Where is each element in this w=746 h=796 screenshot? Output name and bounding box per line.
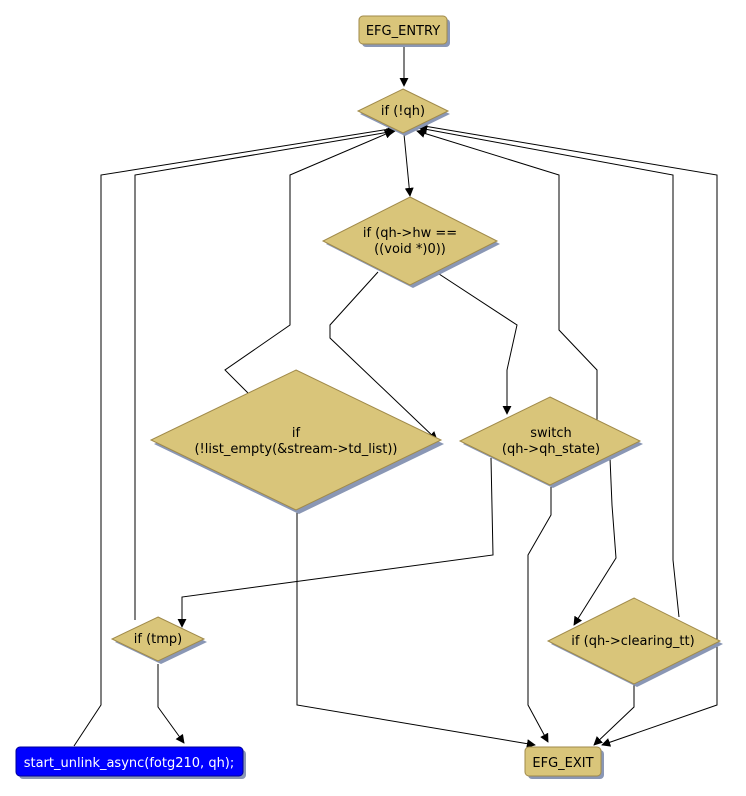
edge-if-hw-to-switch: [435, 271, 518, 415]
edge-unlink-to-if-qh: [73, 124, 397, 747]
edge-if-tmp-to-if-qh: [134, 127, 396, 620]
edge-if-hw-to-if-list: [329, 271, 438, 441]
edge-if-list-to-if-qh: [224, 130, 394, 395]
if-tmp-node[interactable]: if (tmp): [110, 616, 207, 664]
edge-switch-to-if-tmp: [177, 457, 494, 628]
if-hw-label-line2: ((void *)0)): [374, 242, 446, 257]
if-tmp-label: if (tmp): [134, 632, 182, 647]
edge-if-clearing-to-exit: [593, 683, 635, 746]
if-list-node[interactable]: if (!list_empty(&stream->td_list)): [149, 369, 444, 514]
exit-node[interactable]: EFG_EXIT: [524, 746, 604, 779]
edge-switch-to-if-qh: [416, 129, 598, 420]
entry-node[interactable]: EFG_ENTRY: [358, 15, 450, 47]
edge-if-clearing-to-if-qh: [418, 125, 680, 618]
edge-if-list-to-exit: [296, 512, 536, 749]
switch-state-node[interactable]: switch (qh->qh_state): [458, 396, 643, 488]
edge-if-qh-to-exit: [423, 125, 718, 747]
switch-label-line1: switch: [530, 426, 572, 441]
if-qh-node[interactable]: if (!qh): [356, 88, 450, 136]
switch-label-line2: (qh->qh_state): [502, 442, 600, 457]
edge-switch-to-exit: [527, 487, 552, 743]
if-hw-label-line1: if (qh->hw ==: [363, 226, 457, 241]
if-clearing-node[interactable]: if (qh->clearing_tt): [546, 597, 723, 687]
entry-label: EFG_ENTRY: [366, 24, 440, 39]
if-list-label-line1: if: [292, 426, 301, 441]
edge-if-tmp-to-unlink: [157, 664, 185, 744]
if-clearing-label: if (qh->clearing_tt): [571, 634, 694, 649]
if-list-label-line2: (!list_empty(&stream->td_list)): [194, 442, 397, 457]
exit-label: EFG_EXIT: [532, 756, 593, 771]
unlink-label: start_unlink_async(fotg210, qh);: [24, 756, 235, 771]
if-qh-label: if (!qh): [381, 104, 425, 119]
if-hw-node[interactable]: if (qh->hw == ((void *)0)): [321, 196, 500, 288]
edge-if-qh-to-if-hw: [403, 133, 414, 197]
unlink-node[interactable]: start_unlink_async(fotg210, qh);: [15, 746, 246, 779]
edge-switch-to-if-clearing: [573, 457, 617, 626]
